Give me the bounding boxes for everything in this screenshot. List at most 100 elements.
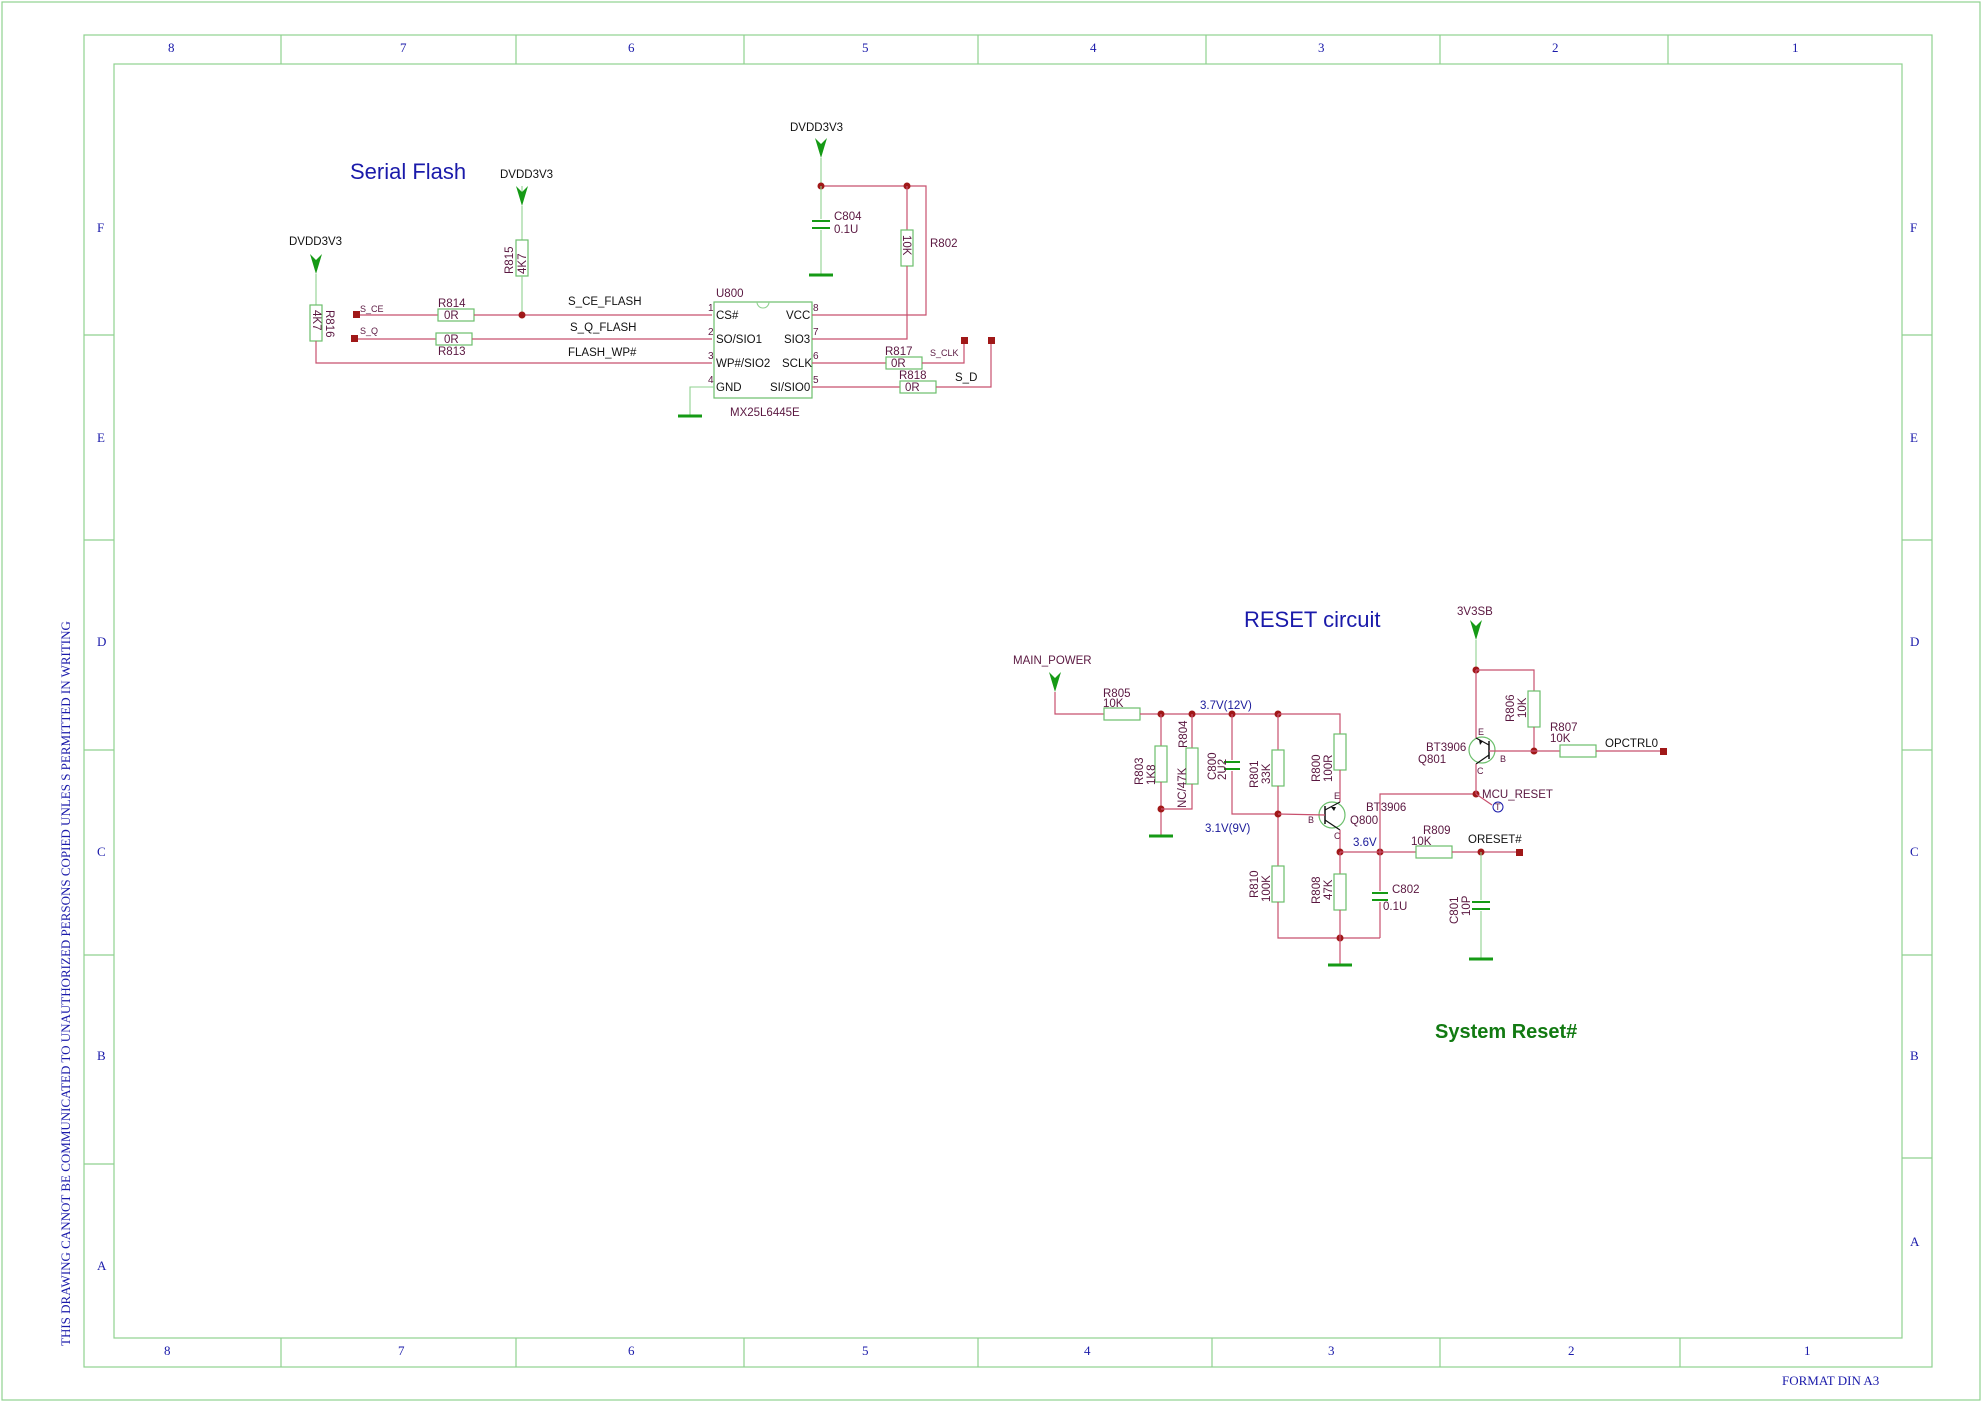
pin-name: SO/SIO1 — [716, 334, 762, 346]
c800-value: 2U2 — [1217, 759, 1229, 780]
reset-circuit-section: RESET circuit System Reset# MAIN_POWER R… — [1013, 606, 1667, 1043]
main-power-label: MAIN_POWER — [1013, 655, 1092, 667]
row-label: A — [97, 1258, 107, 1273]
port-s-d: S_D — [955, 372, 977, 384]
pin-number: 1 — [708, 303, 714, 314]
pin-number: 3 — [708, 351, 714, 362]
q800-pin-b: B — [1308, 815, 1314, 825]
col-label: 4 — [1090, 40, 1097, 55]
r815-value: 4K7 — [517, 254, 529, 274]
pin-name: WP#/SIO2 — [716, 358, 770, 370]
net-oreset: ORESET# — [1468, 834, 1522, 846]
row-labels-left: F E D C B A — [97, 220, 107, 1273]
c802-ref: C802 — [1392, 884, 1420, 896]
pin-number: 2 — [708, 327, 714, 338]
port-square — [988, 337, 995, 344]
row-label: E — [97, 430, 105, 445]
row-label: F — [1910, 220, 1917, 235]
row-label: B — [97, 1048, 106, 1063]
pin-number: 5 — [813, 375, 819, 386]
system-reset-label: System Reset# — [1435, 1021, 1577, 1043]
pin-number: 6 — [813, 351, 819, 362]
row-label: C — [97, 844, 106, 859]
r800-ref: R800 — [1311, 755, 1323, 783]
serial-flash-section: Serial Flash DVDD3V3 DVDD3V3 DVDD3V3 R81… — [289, 122, 995, 419]
r802-value: 10K — [900, 235, 912, 256]
q801-pin-c: C — [1477, 766, 1484, 776]
r815-ref: R815 — [504, 247, 516, 275]
power-arrow-icon — [1470, 620, 1482, 640]
q800-pin-c: C — [1334, 831, 1341, 841]
transistor-q800 — [1277, 801, 1346, 831]
resistor-r806 — [1527, 690, 1541, 728]
pin-number: 4 — [708, 375, 714, 386]
q801-value: BT3906 — [1426, 742, 1466, 754]
row-label: D — [1910, 634, 1919, 649]
net-flash-wp: FLASH_WP# — [568, 347, 637, 359]
power-arrow-icon — [516, 186, 528, 206]
col-label: 2 — [1568, 1343, 1575, 1358]
r800-value: 100R — [1323, 755, 1335, 783]
c804-value: 0.1U — [834, 224, 858, 236]
net-s-ce-flash: S_CE_FLASH — [568, 296, 642, 308]
net-opctrl: OPCTRL0 — [1605, 738, 1658, 750]
port-s-ce: S_CE — [360, 304, 384, 314]
col-label: 1 — [1804, 1343, 1811, 1358]
c804-ref: C804 — [834, 211, 862, 223]
resistor-r808 — [1333, 873, 1347, 911]
r804-value: NC/47K — [1177, 767, 1189, 808]
row-label: F — [97, 220, 104, 235]
sb-power-label: 3V3SB — [1457, 606, 1493, 618]
r804-ref: R804 — [1178, 720, 1190, 748]
port-s-q: S_Q — [360, 326, 378, 336]
pin-number: 7 — [813, 327, 819, 338]
resistor-r801 — [1271, 749, 1285, 787]
col-label: 5 — [862, 40, 869, 55]
power-label: DVDD3V3 — [790, 122, 843, 134]
port-square — [961, 337, 968, 344]
pin-name: GND — [716, 382, 742, 394]
col-label: 6 — [628, 40, 635, 55]
test-point-icon — [1492, 801, 1504, 813]
r805-ref: R805 — [1103, 688, 1131, 700]
pin-name: SI/SIO0 — [770, 382, 810, 394]
power-arrow-icon — [815, 138, 827, 158]
r809-value: 10K — [1411, 836, 1432, 848]
r801-value: 33K — [1261, 763, 1273, 784]
port-square — [1516, 849, 1523, 856]
r817-value: 0R — [891, 358, 906, 370]
r803-value: 1K8 — [1146, 765, 1158, 785]
ic-notch-icon — [756, 301, 770, 309]
resistor-r800 — [1333, 733, 1347, 771]
r816-ref: R816 — [323, 310, 335, 338]
row-label: E — [1910, 430, 1918, 445]
c800-ref: C800 — [1207, 753, 1219, 781]
r816-value: 4K7 — [310, 310, 322, 330]
c801-ref: C801 — [1449, 897, 1461, 925]
col-label: 7 — [398, 1343, 405, 1358]
u800-ref: U800 — [716, 288, 744, 300]
r809-ref: R809 — [1423, 825, 1451, 837]
test-point-label: T — [1495, 802, 1501, 812]
r803-ref: R803 — [1134, 758, 1146, 786]
port-square — [1660, 748, 1667, 755]
power-arrow-icon — [310, 254, 322, 274]
r814-ref: R814 — [438, 298, 466, 310]
net-s-q-flash: S_Q_FLASH — [570, 322, 636, 334]
r810-ref: R810 — [1249, 871, 1261, 899]
q801-pin-e: E — [1478, 727, 1484, 737]
r818-ref: R818 — [899, 370, 927, 382]
r805-value: 10K — [1103, 698, 1124, 710]
pin-name: SIO3 — [784, 334, 810, 346]
q800-ref: Q800 — [1350, 815, 1378, 827]
row-label: C — [1910, 844, 1919, 859]
col-label: 3 — [1328, 1343, 1335, 1358]
col-label: 4 — [1084, 1343, 1091, 1358]
power-label: DVDD3V3 — [289, 236, 342, 248]
col-label: 3 — [1318, 40, 1325, 55]
col-label: 8 — [164, 1343, 171, 1358]
resistor-r807 — [1559, 744, 1597, 758]
row-label: A — [1910, 1234, 1920, 1249]
u800-part: MX25L6445E — [730, 407, 800, 419]
